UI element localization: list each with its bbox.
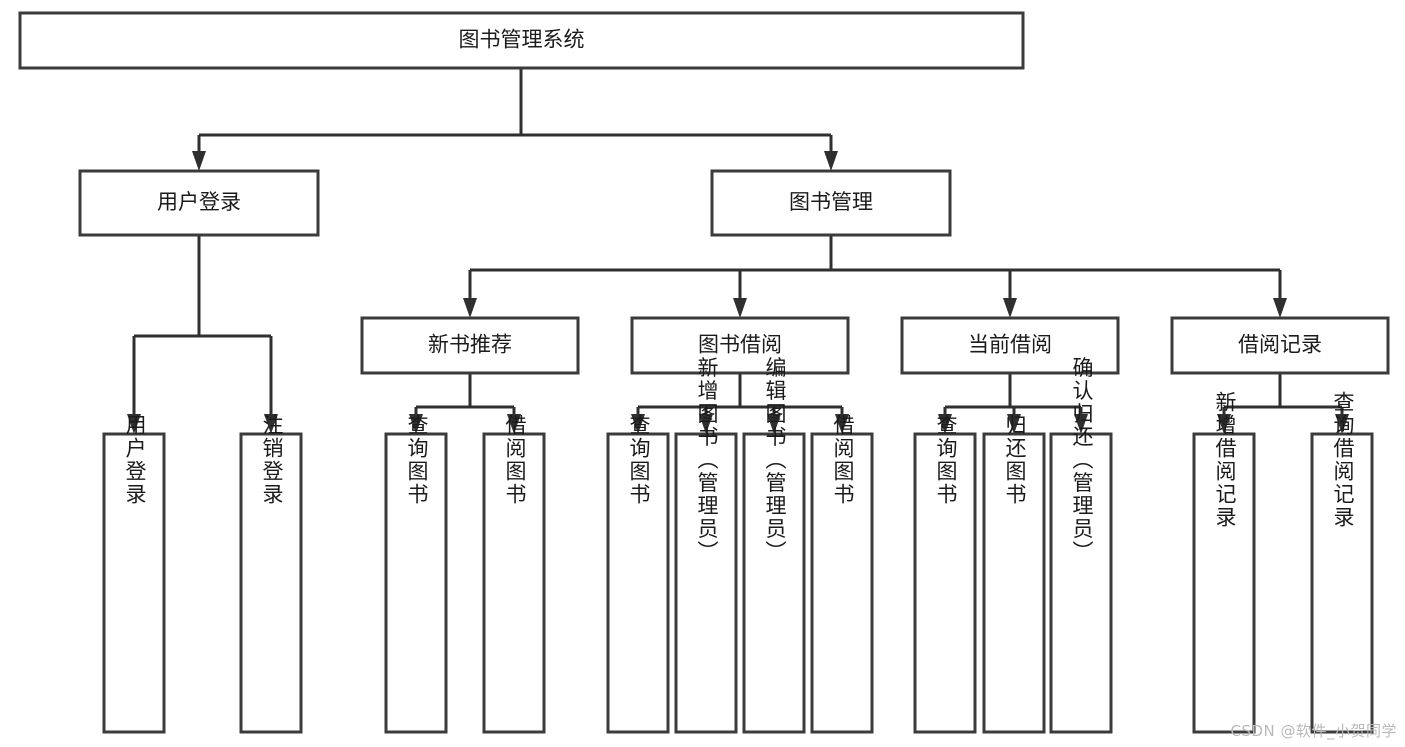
node-label-查询图书: 查询图书 xyxy=(627,414,651,506)
node-layer: 图书管理系统用户登录图书管理新书推荐图书借阅当前借阅借阅记录用户登录注销登录查询… xyxy=(18,11,1390,734)
arrow-head-icon xyxy=(824,151,838,171)
node-leaf-5[interactable]: 新增图书（管理员） xyxy=(674,357,738,734)
node-box[interactable] xyxy=(1192,432,1256,734)
node-box[interactable] xyxy=(1170,316,1390,375)
connector-user-login-to-leaves xyxy=(127,235,278,434)
node-label-借阅图书: 借阅图书 xyxy=(503,414,527,506)
arrow-head-icon xyxy=(938,414,952,434)
node-leaf-1[interactable]: 注销登录 xyxy=(239,414,303,734)
connector-borrow-record-to-leaves xyxy=(1217,373,1349,434)
node-box[interactable] xyxy=(810,432,874,734)
arrow-head-icon xyxy=(409,414,423,434)
arrow-head-icon xyxy=(631,414,645,434)
node-label-用户登录: 用户登录 xyxy=(157,190,241,214)
node-box[interactable] xyxy=(913,432,977,734)
arrow-head-icon xyxy=(1074,414,1088,434)
node-leaf-3[interactable]: 借阅图书 xyxy=(482,414,546,734)
node-level2-0[interactable]: 新书推荐 xyxy=(360,316,580,375)
node-box[interactable] xyxy=(360,316,580,375)
connector-current-borrow-to-leaves xyxy=(938,373,1088,434)
arrow-head-icon xyxy=(733,298,747,318)
node-label-当前借阅: 当前借阅 xyxy=(968,333,1052,357)
node-label-注销登录: 注销登录 xyxy=(260,414,284,506)
node-box[interactable] xyxy=(78,169,320,237)
arrow-head-icon xyxy=(127,414,141,434)
arrow-head-icon xyxy=(264,414,278,434)
node-box[interactable] xyxy=(1310,432,1374,734)
connector-root-to-level1 xyxy=(192,68,838,171)
node-label-图书借阅: 图书借阅 xyxy=(698,333,782,357)
node-root-0[interactable]: 图书管理系统 xyxy=(18,11,1025,70)
node-box[interactable] xyxy=(239,432,303,734)
node-label-归还图书: 归还图书 xyxy=(1003,414,1027,506)
node-box[interactable] xyxy=(18,11,1025,70)
arrow-head-icon xyxy=(1335,414,1349,434)
node-box[interactable] xyxy=(1049,432,1113,734)
arrow-head-icon xyxy=(507,414,521,434)
node-label-借阅记录: 借阅记录 xyxy=(1238,333,1322,357)
node-label-用户登录: 用户登录 xyxy=(123,414,147,506)
node-label-新书推荐: 新书推荐 xyxy=(428,333,512,357)
node-leaf-8[interactable]: 查询图书 xyxy=(913,414,977,734)
connector-book-manage-to-level2 xyxy=(463,235,1287,318)
node-box[interactable] xyxy=(384,432,448,734)
node-box[interactable] xyxy=(982,432,1046,734)
arrow-head-icon xyxy=(192,151,206,171)
watermark-text: CSDN @软件_小贺同学 xyxy=(1230,722,1397,740)
arrow-head-icon xyxy=(1003,298,1017,318)
node-level1-1[interactable]: 图书管理 xyxy=(710,169,952,237)
node-level2-1[interactable]: 图书借阅 xyxy=(630,316,850,375)
node-leaf-10[interactable]: 确认归还（管理员） xyxy=(1049,357,1113,734)
connector-book-borrow-to-leaves xyxy=(631,373,849,434)
arrow-head-icon xyxy=(1273,298,1287,318)
node-leaf-6[interactable]: 编辑图书（管理员） xyxy=(742,357,806,734)
node-box[interactable] xyxy=(630,316,850,375)
node-leaf-9[interactable]: 归还图书 xyxy=(982,414,1046,734)
node-label-查询图书: 查询图书 xyxy=(405,414,429,506)
node-box[interactable] xyxy=(900,316,1120,375)
arrow-head-icon xyxy=(463,298,477,318)
arrow-head-icon xyxy=(1217,414,1231,434)
node-label-新增图书管理员: 新增图书（管理员） xyxy=(695,357,719,564)
arrow-head-icon xyxy=(1007,414,1021,434)
node-label-编辑图书管理员: 编辑图书（管理员） xyxy=(763,357,787,564)
arrow-head-icon xyxy=(835,414,849,434)
node-box[interactable] xyxy=(674,432,738,734)
node-label-图书管理系统: 图书管理系统 xyxy=(459,28,585,52)
node-box[interactable] xyxy=(606,432,670,734)
connector-new-book-to-leaves xyxy=(409,373,521,434)
node-level2-3[interactable]: 借阅记录 xyxy=(1170,316,1390,375)
node-leaf-11[interactable]: 新增借阅记录 xyxy=(1192,391,1256,734)
node-label-图书管理: 图书管理 xyxy=(789,190,873,214)
node-label-确认归还管理员: 确认归还（管理员） xyxy=(1070,357,1094,564)
arrow-head-icon xyxy=(767,414,781,434)
node-leaf-2[interactable]: 查询图书 xyxy=(384,414,448,734)
node-leaf-0[interactable]: 用户登录 xyxy=(102,414,166,734)
node-leaf-12[interactable]: 查询借阅记录 xyxy=(1310,391,1374,734)
node-leaf-4[interactable]: 查询图书 xyxy=(606,414,670,734)
connector-layer xyxy=(127,68,1349,434)
node-leaf-7[interactable]: 借阅图书 xyxy=(810,414,874,734)
node-label-新增借阅记录: 新增借阅记录 xyxy=(1213,391,1237,529)
arrow-head-icon xyxy=(699,414,713,434)
node-label-查询借阅记录: 查询借阅记录 xyxy=(1331,391,1355,529)
node-box[interactable] xyxy=(742,432,806,734)
node-box[interactable] xyxy=(482,432,546,734)
node-box[interactable] xyxy=(102,432,166,734)
node-label-借阅图书: 借阅图书 xyxy=(831,414,855,506)
node-level2-2[interactable]: 当前借阅 xyxy=(900,316,1120,375)
node-label-查询图书: 查询图书 xyxy=(934,414,958,506)
node-level1-0[interactable]: 用户登录 xyxy=(78,169,320,237)
node-box[interactable] xyxy=(710,169,952,237)
